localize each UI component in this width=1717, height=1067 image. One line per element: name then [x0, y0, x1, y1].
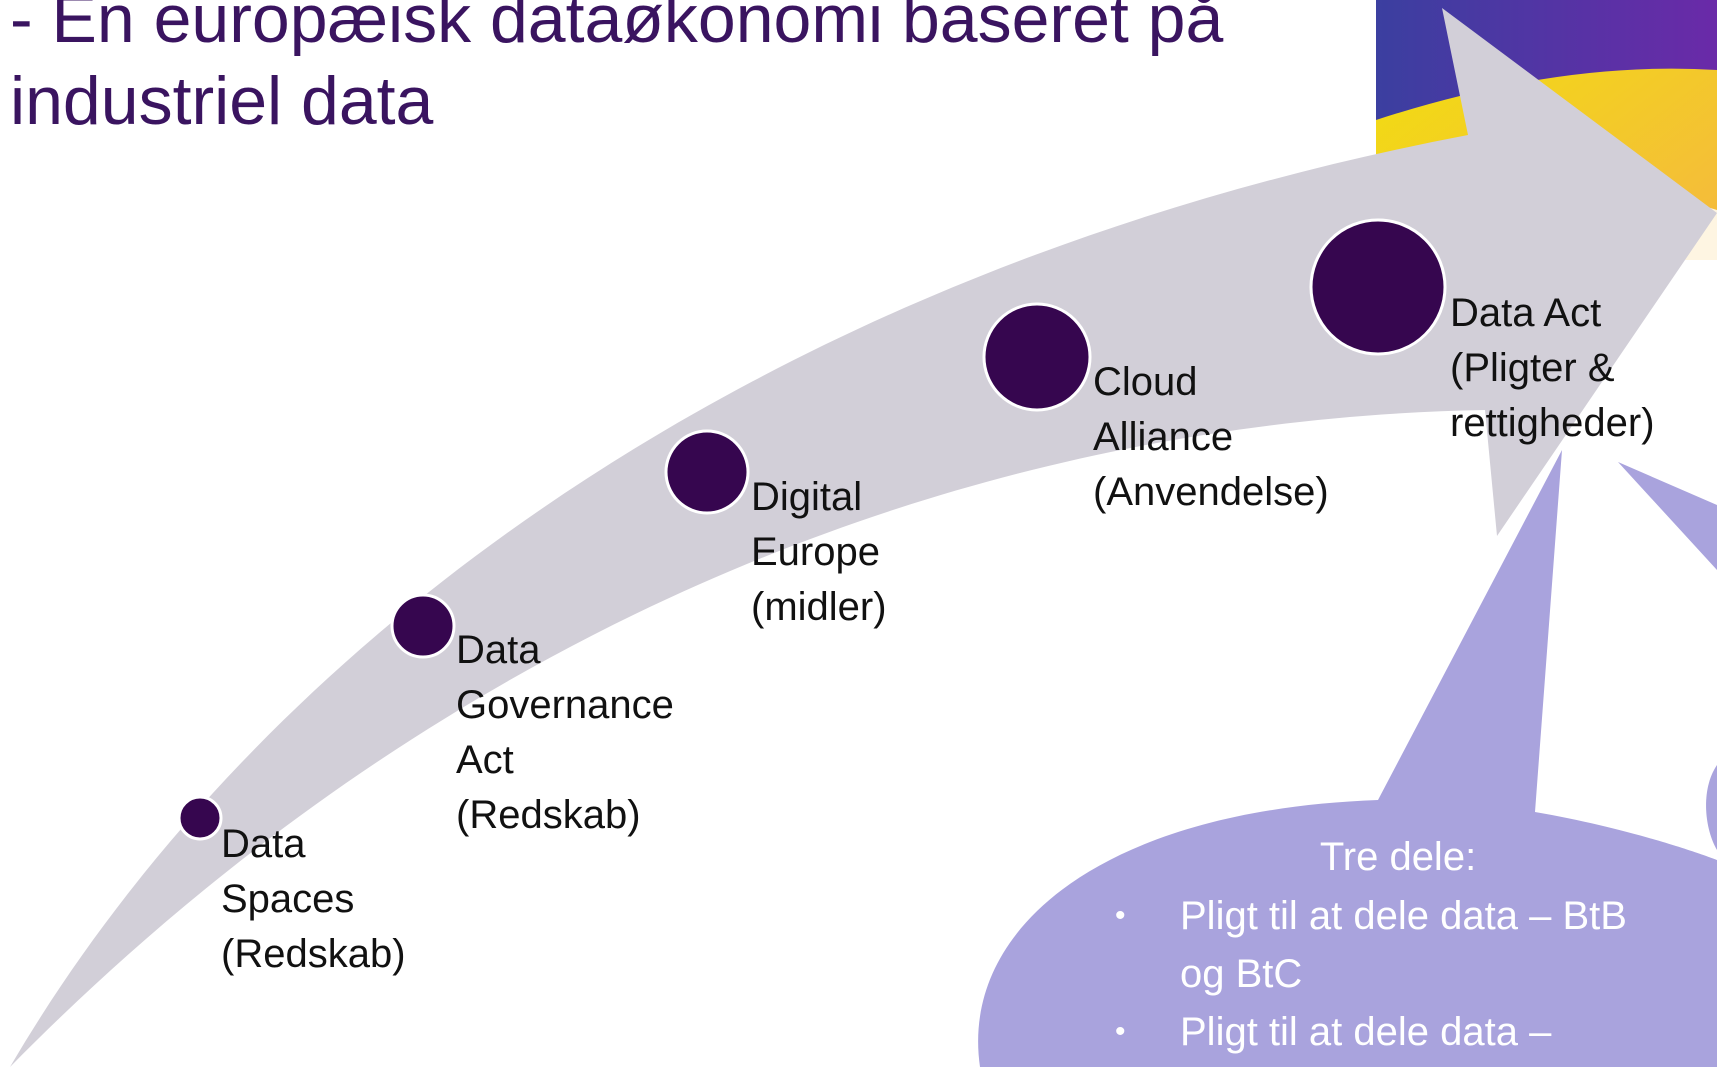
bullet-dot: • [1115, 899, 1126, 932]
milestone-label-data-act: Data Act (Pligter & rettigheder) [1450, 286, 1655, 451]
bullet-line: Pligt til at dele data – [1180, 1010, 1552, 1054]
milestone-dot-data-spaces [177, 795, 223, 841]
second-callout-tail [1618, 462, 1717, 570]
label-line: (Anvendelse) [1093, 470, 1329, 514]
title-line-2: industriel data [10, 63, 434, 139]
label-line: Data [221, 822, 306, 866]
label-line: (Pligter & [1450, 346, 1615, 390]
milestone-label-cloud-alliance: Cloud Alliance (Anvendelse) [1093, 355, 1329, 520]
label-line: (midler) [751, 585, 887, 629]
label-line: rettigheder) [1450, 401, 1655, 445]
label-line: Europe [751, 530, 880, 574]
label-line: (Redskab) [456, 793, 641, 837]
callout-bubble [978, 450, 1717, 1067]
bullet-dot: • [1115, 1015, 1126, 1048]
page-title: - En europæisk dataøkonomi baseret på in… [10, 0, 1223, 142]
milestone-dot-data-act [1309, 218, 1447, 356]
label-line: Data Act [1450, 291, 1602, 335]
milestone-dots [177, 218, 1447, 841]
progress-arrow [10, 8, 1717, 1067]
title-line-1: - En europæisk dataøkonomi baseret på [10, 0, 1224, 57]
milestone-dot-cloud-alliance [982, 302, 1092, 412]
milestone-label-data-spaces: Data Spaces (Redskab) [221, 817, 406, 982]
milestone-dot-digital-europe [664, 429, 750, 515]
second-callout-edge [1706, 765, 1717, 850]
bullet-text: Pligt til at dele data – BtB og BtC [1180, 887, 1627, 1003]
label-line: Digital [751, 475, 863, 519]
label-line: (Redskab) [221, 932, 406, 976]
milestone-dot-data-governance-act [390, 593, 456, 659]
label-line: Data [456, 628, 541, 672]
milestone-label-data-governance-act: Data Governance Act (Redskab) [456, 623, 674, 843]
label-line: Governance [456, 683, 674, 727]
label-line: Act [456, 738, 514, 782]
bullet-line: Pligt til at dele data – BtB [1180, 894, 1627, 938]
bullet-text: Pligt til at dele data – [1180, 1003, 1551, 1061]
bullet-line: og BtC [1180, 952, 1303, 996]
milestone-label-digital-europe: Digital Europe (midler) [751, 470, 887, 635]
label-line: Alliance [1093, 415, 1234, 459]
callout-heading: Tre dele: [1319, 835, 1477, 879]
label-line: Cloud [1093, 360, 1198, 404]
label-line: Spaces [221, 877, 355, 921]
